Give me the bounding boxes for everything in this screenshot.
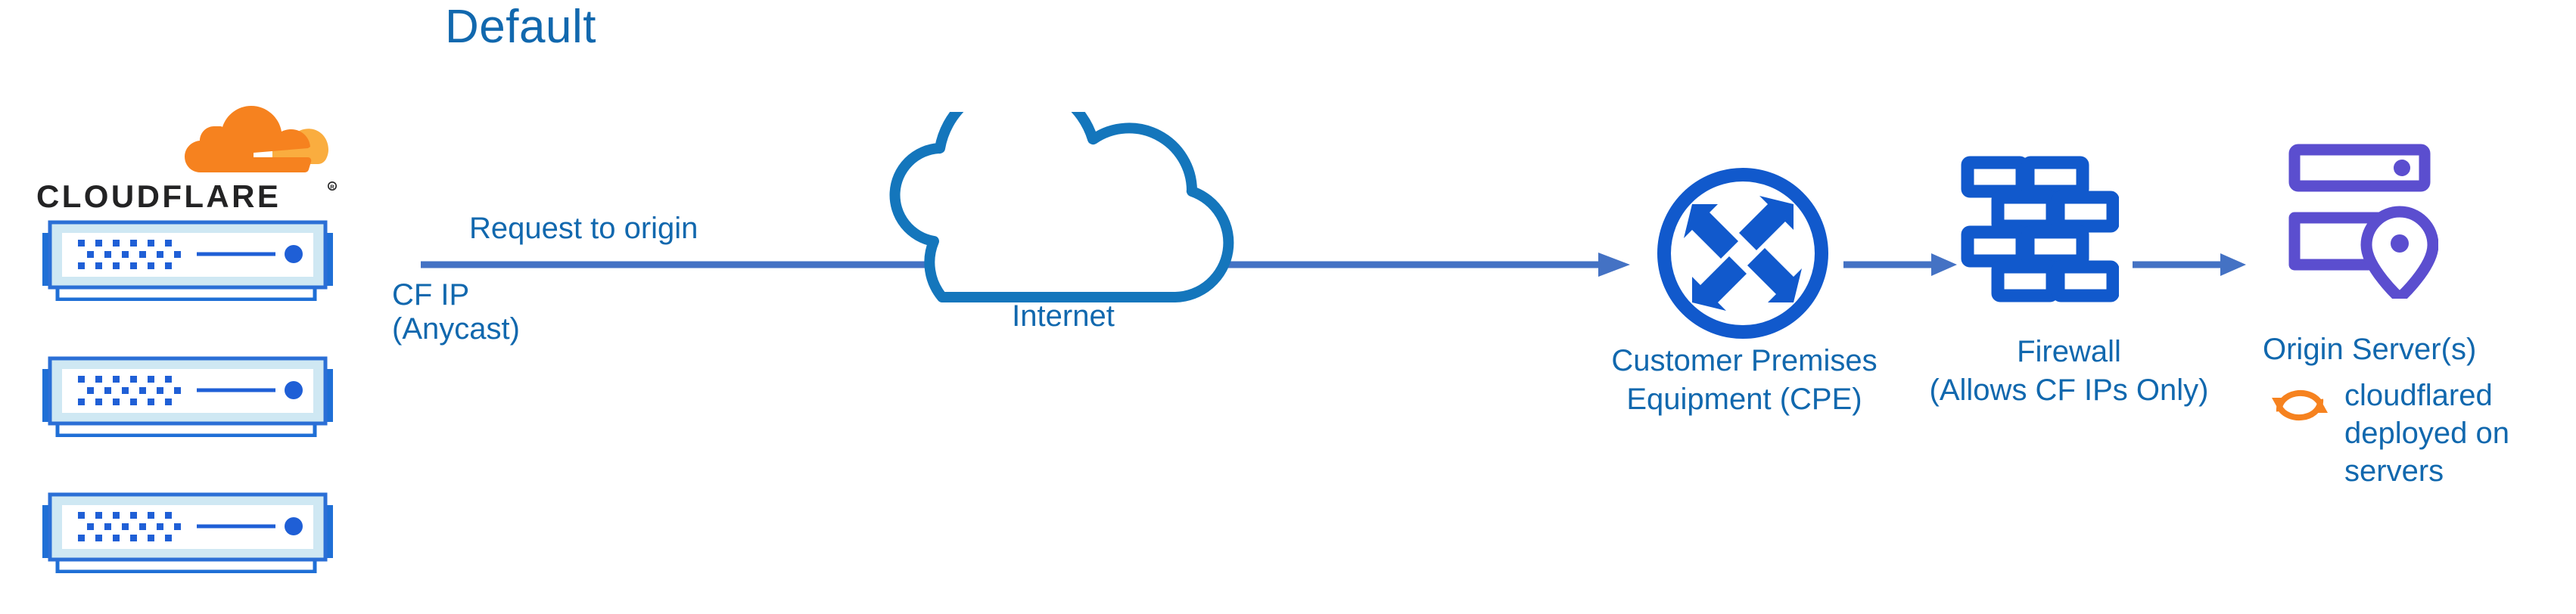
sync-arrows-icon <box>2272 389 2328 421</box>
cpe-label: Customer Premises Equipment (CPE) <box>1529 342 1960 419</box>
origin-server-label: Origin Server(s) <box>2263 333 2477 366</box>
request-to-origin-label: Request to origin <box>469 212 698 245</box>
svg-text:CLOUDFLARE: CLOUDFLARE <box>36 178 281 213</box>
cloudflare-cloud-icon <box>185 106 328 172</box>
cpe-label-line-2: Equipment (CPE) <box>1626 383 1862 416</box>
cloudflare-logo: CLOUDFLARE R <box>36 106 339 219</box>
cloudflare-server-1 <box>42 220 333 301</box>
cloudflared-note: cloudflared deployed on servers <box>2344 379 2509 488</box>
arrow-cpe-to-firewall <box>1843 253 1957 276</box>
arrow-firewall-to-origin <box>2133 253 2246 276</box>
cf-ip-anycast-label: CF IP (Anycast) <box>392 278 520 346</box>
internet-label: Internet <box>1012 299 1115 333</box>
cloudflare-wordmark: CLOUDFLARE R <box>36 178 337 213</box>
server-location-icon <box>2288 144 2438 299</box>
svg-text:R: R <box>330 184 334 191</box>
firewall-label: Firewall (Allows CF IPs Only) <box>1910 333 2228 410</box>
router-icon <box>1657 168 1828 339</box>
cf-ip-line-1: CF IP <box>392 278 470 312</box>
cf-ip-line-2: (Anycast) <box>392 312 520 346</box>
page-title: Default <box>445 1 596 53</box>
cloud-icon <box>889 112 1234 302</box>
cloudflare-server-3 <box>42 492 333 573</box>
cpe-label-line-1: Customer Premises <box>1611 344 1878 377</box>
firewall-label-line-1: Firewall <box>2017 335 2121 368</box>
cloudflare-server-2 <box>42 356 333 437</box>
firewall-label-line-2: (Allows CF IPs Only) <box>1929 374 2209 407</box>
brick-wall-icon <box>1961 156 2119 302</box>
